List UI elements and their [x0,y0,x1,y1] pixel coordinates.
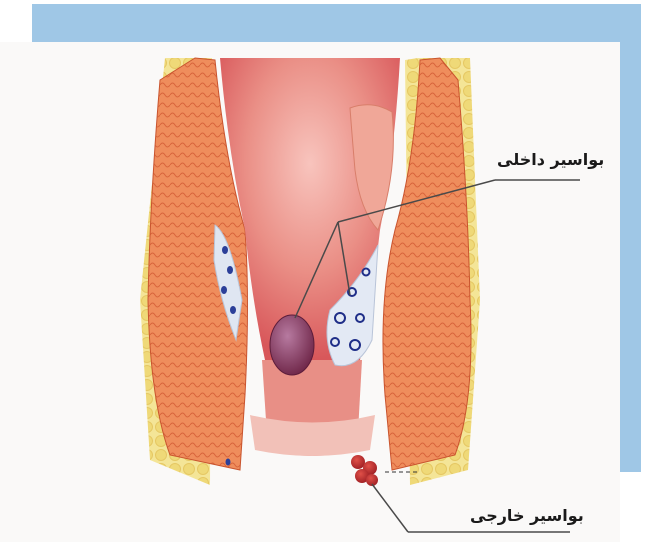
muscle-wall-right [383,58,471,470]
label-external-hemorrhoid: بواسير خارجی [470,506,584,525]
label-internal-hemorrhoid: بواسير داخلی [497,150,604,169]
internal-hemorrhoid [270,315,314,375]
external-hemorrhoid [351,455,378,486]
